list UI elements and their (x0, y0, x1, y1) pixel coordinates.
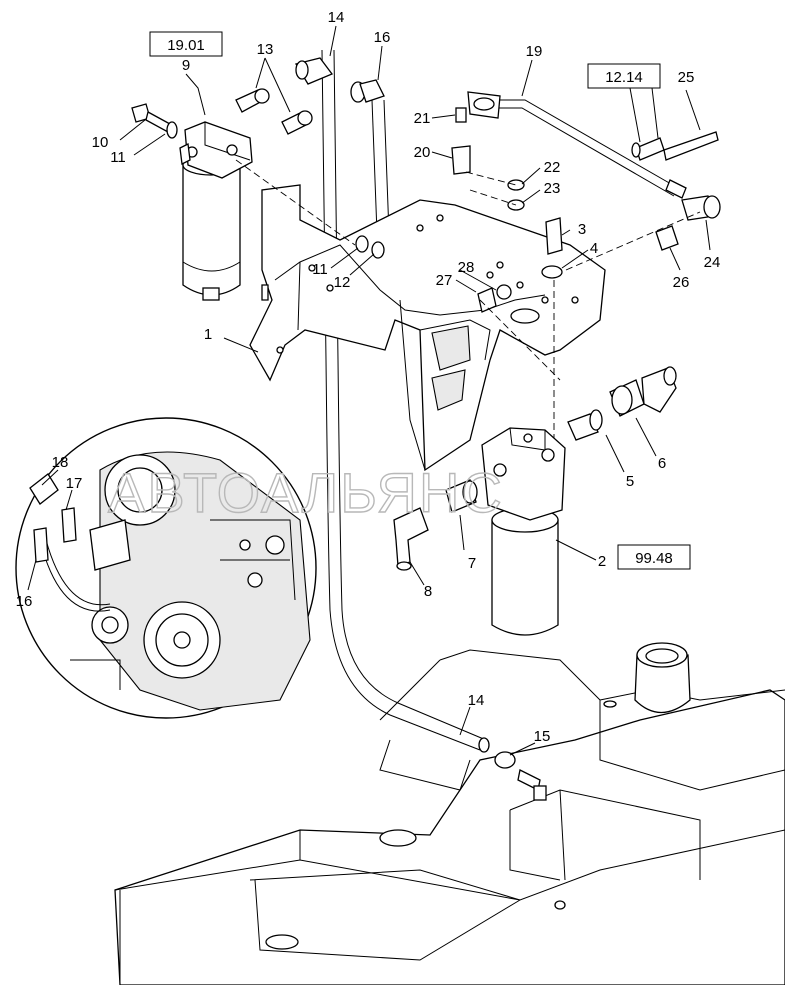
callout-26: 26 (673, 274, 690, 291)
callout-21: 21 (414, 110, 431, 127)
engine-inset (15, 417, 317, 719)
callout-18: 18 (52, 454, 69, 471)
fuel-filter-9 (179, 121, 253, 301)
callout-27: 27 (436, 272, 453, 289)
fitting-5 (567, 409, 603, 441)
washers-11-12 (355, 235, 385, 259)
reference-box-label: 12.14 (605, 69, 643, 86)
callout-13: 13 (257, 41, 274, 58)
banjo-14 (294, 57, 385, 103)
fitting-6 (609, 366, 677, 417)
watermark: АВТОАЛЬЯНС (108, 461, 504, 524)
callout-19: 19 (526, 43, 543, 60)
callout-7: 7 (468, 555, 476, 572)
callout-24: 24 (704, 254, 721, 271)
callout-8: 8 (424, 583, 432, 600)
callout-10: 10 (92, 134, 109, 151)
fitting-7 (445, 479, 478, 513)
callout-15: 15 (534, 728, 551, 745)
callout-3: 3 (578, 221, 586, 238)
reference-box-99-48: 99.48 (617, 544, 691, 570)
callout-25: 25 (678, 69, 695, 86)
fuel-filter-2 (481, 427, 566, 636)
reference-box-19-01: 19.01 (149, 31, 223, 57)
callout-16b: 16 (16, 593, 33, 610)
callout-14b: 14 (468, 692, 485, 709)
callout-4: 4 (590, 240, 598, 257)
callout-5: 5 (626, 473, 634, 490)
clamp-15 (494, 751, 547, 801)
bolt-10 (131, 103, 178, 139)
reference-box-12-14: 12.14 (587, 63, 661, 89)
callout-22: 22 (544, 159, 561, 176)
callout-9: 9 (182, 57, 190, 74)
callout-14: 14 (328, 9, 345, 26)
fitting-8 (393, 507, 429, 571)
callout-11: 11 (110, 149, 126, 166)
small-parts (451, 107, 721, 313)
mounting-bracket (249, 184, 606, 472)
callout-2: 2 (598, 553, 606, 570)
callout-1: 1 (204, 326, 212, 343)
callouts: 9 10 11 13 14 16 19 21 20 22 23 3 4 28 2… (16, 9, 721, 745)
callout-11b: 11 (312, 261, 328, 278)
fitting-13 (235, 88, 313, 135)
callout-28: 28 (458, 259, 475, 276)
callout-16: 16 (374, 29, 391, 46)
pipe-14 (321, 49, 490, 753)
callout-17: 17 (66, 475, 83, 492)
callout-6: 6 (658, 455, 666, 472)
reference-box-label: 99.48 (635, 550, 673, 567)
callout-23: 23 (544, 180, 561, 197)
fuel-tank (114, 642, 785, 985)
callout-12: 12 (334, 274, 351, 291)
reference-box-label: 19.01 (167, 37, 205, 54)
callout-20: 20 (414, 144, 431, 161)
alignment-lines (235, 159, 701, 440)
pipe-19 (467, 91, 687, 199)
leader-lines (27, 25, 711, 756)
